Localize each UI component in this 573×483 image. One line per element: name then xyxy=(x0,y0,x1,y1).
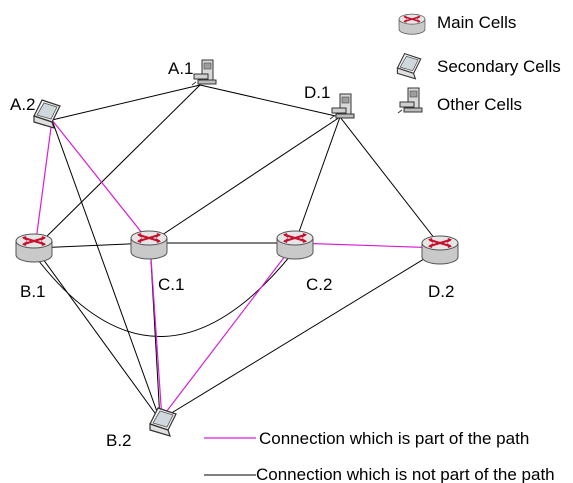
node-b2: B.2 xyxy=(106,407,177,450)
desktop-pc-icon xyxy=(397,87,423,114)
legend-label: Connection which is part of the path xyxy=(259,429,529,448)
node-c2: C.2 xyxy=(275,229,332,294)
node-d2: D.2 xyxy=(420,234,460,301)
legend-main-cells: Main Cells xyxy=(398,13,516,36)
legend-path-connection: Connection which is part of the path xyxy=(204,429,529,448)
node-a1: A.1 xyxy=(168,59,217,86)
path-edge-c2-d2 xyxy=(294,242,443,249)
node-c1: C.1 xyxy=(129,229,184,294)
edge-d1-d2 xyxy=(339,116,443,249)
legend-label: Connection which is not part of the path xyxy=(256,465,555,483)
laptop-icon xyxy=(396,53,422,80)
path-edge-a2-b1 xyxy=(34,119,53,249)
edge-a2-a1 xyxy=(51,84,201,121)
laptop-icon xyxy=(33,99,61,129)
node-label: B.2 xyxy=(106,431,132,450)
edge-d1-c1 xyxy=(149,116,341,244)
edge-b1-b2 xyxy=(34,247,161,421)
router-icon xyxy=(420,234,460,266)
router-icon xyxy=(275,229,315,261)
legend-label: Secondary Cells xyxy=(437,57,561,76)
node-label: B.1 xyxy=(20,282,46,301)
node-d1: D.1 xyxy=(304,83,355,120)
legend-nonpath-connection: Connection which is not part of the path xyxy=(204,465,555,483)
edge-d1-c2 xyxy=(294,116,341,244)
node-label: D.2 xyxy=(428,282,454,301)
nonpath-edges xyxy=(34,84,443,421)
desktop-pc-icon xyxy=(191,59,217,86)
path-edge-c1-b2 xyxy=(149,242,163,421)
edge-a1-b1 xyxy=(34,84,201,249)
edge-d2-b2 xyxy=(159,247,443,421)
edge-a2-b2 xyxy=(51,119,161,421)
legend-label: Main Cells xyxy=(437,13,516,32)
legend: Main Cells Secondary Cells Other Cells C… xyxy=(204,13,561,483)
legend-secondary-cells: Secondary Cells xyxy=(396,53,561,80)
node-label: A.2 xyxy=(10,95,36,114)
router-icon xyxy=(398,13,426,36)
node-label: C.2 xyxy=(306,275,332,294)
legend-label: Other Cells xyxy=(437,95,522,114)
node-label: A.1 xyxy=(168,59,194,78)
path-edge-a2-c1 xyxy=(51,119,151,244)
router-icon xyxy=(129,229,169,261)
node-a2: A.2 xyxy=(10,95,61,129)
router-icon xyxy=(14,232,54,264)
path-edge-c2-b2 xyxy=(159,242,296,421)
legend-other-cells: Other Cells xyxy=(397,87,522,114)
edge-a1-d1 xyxy=(199,84,341,118)
path-edges xyxy=(34,119,443,421)
node-label: C.1 xyxy=(158,275,184,294)
node-b1: B.1 xyxy=(14,232,54,301)
node-label: D.1 xyxy=(304,83,330,102)
